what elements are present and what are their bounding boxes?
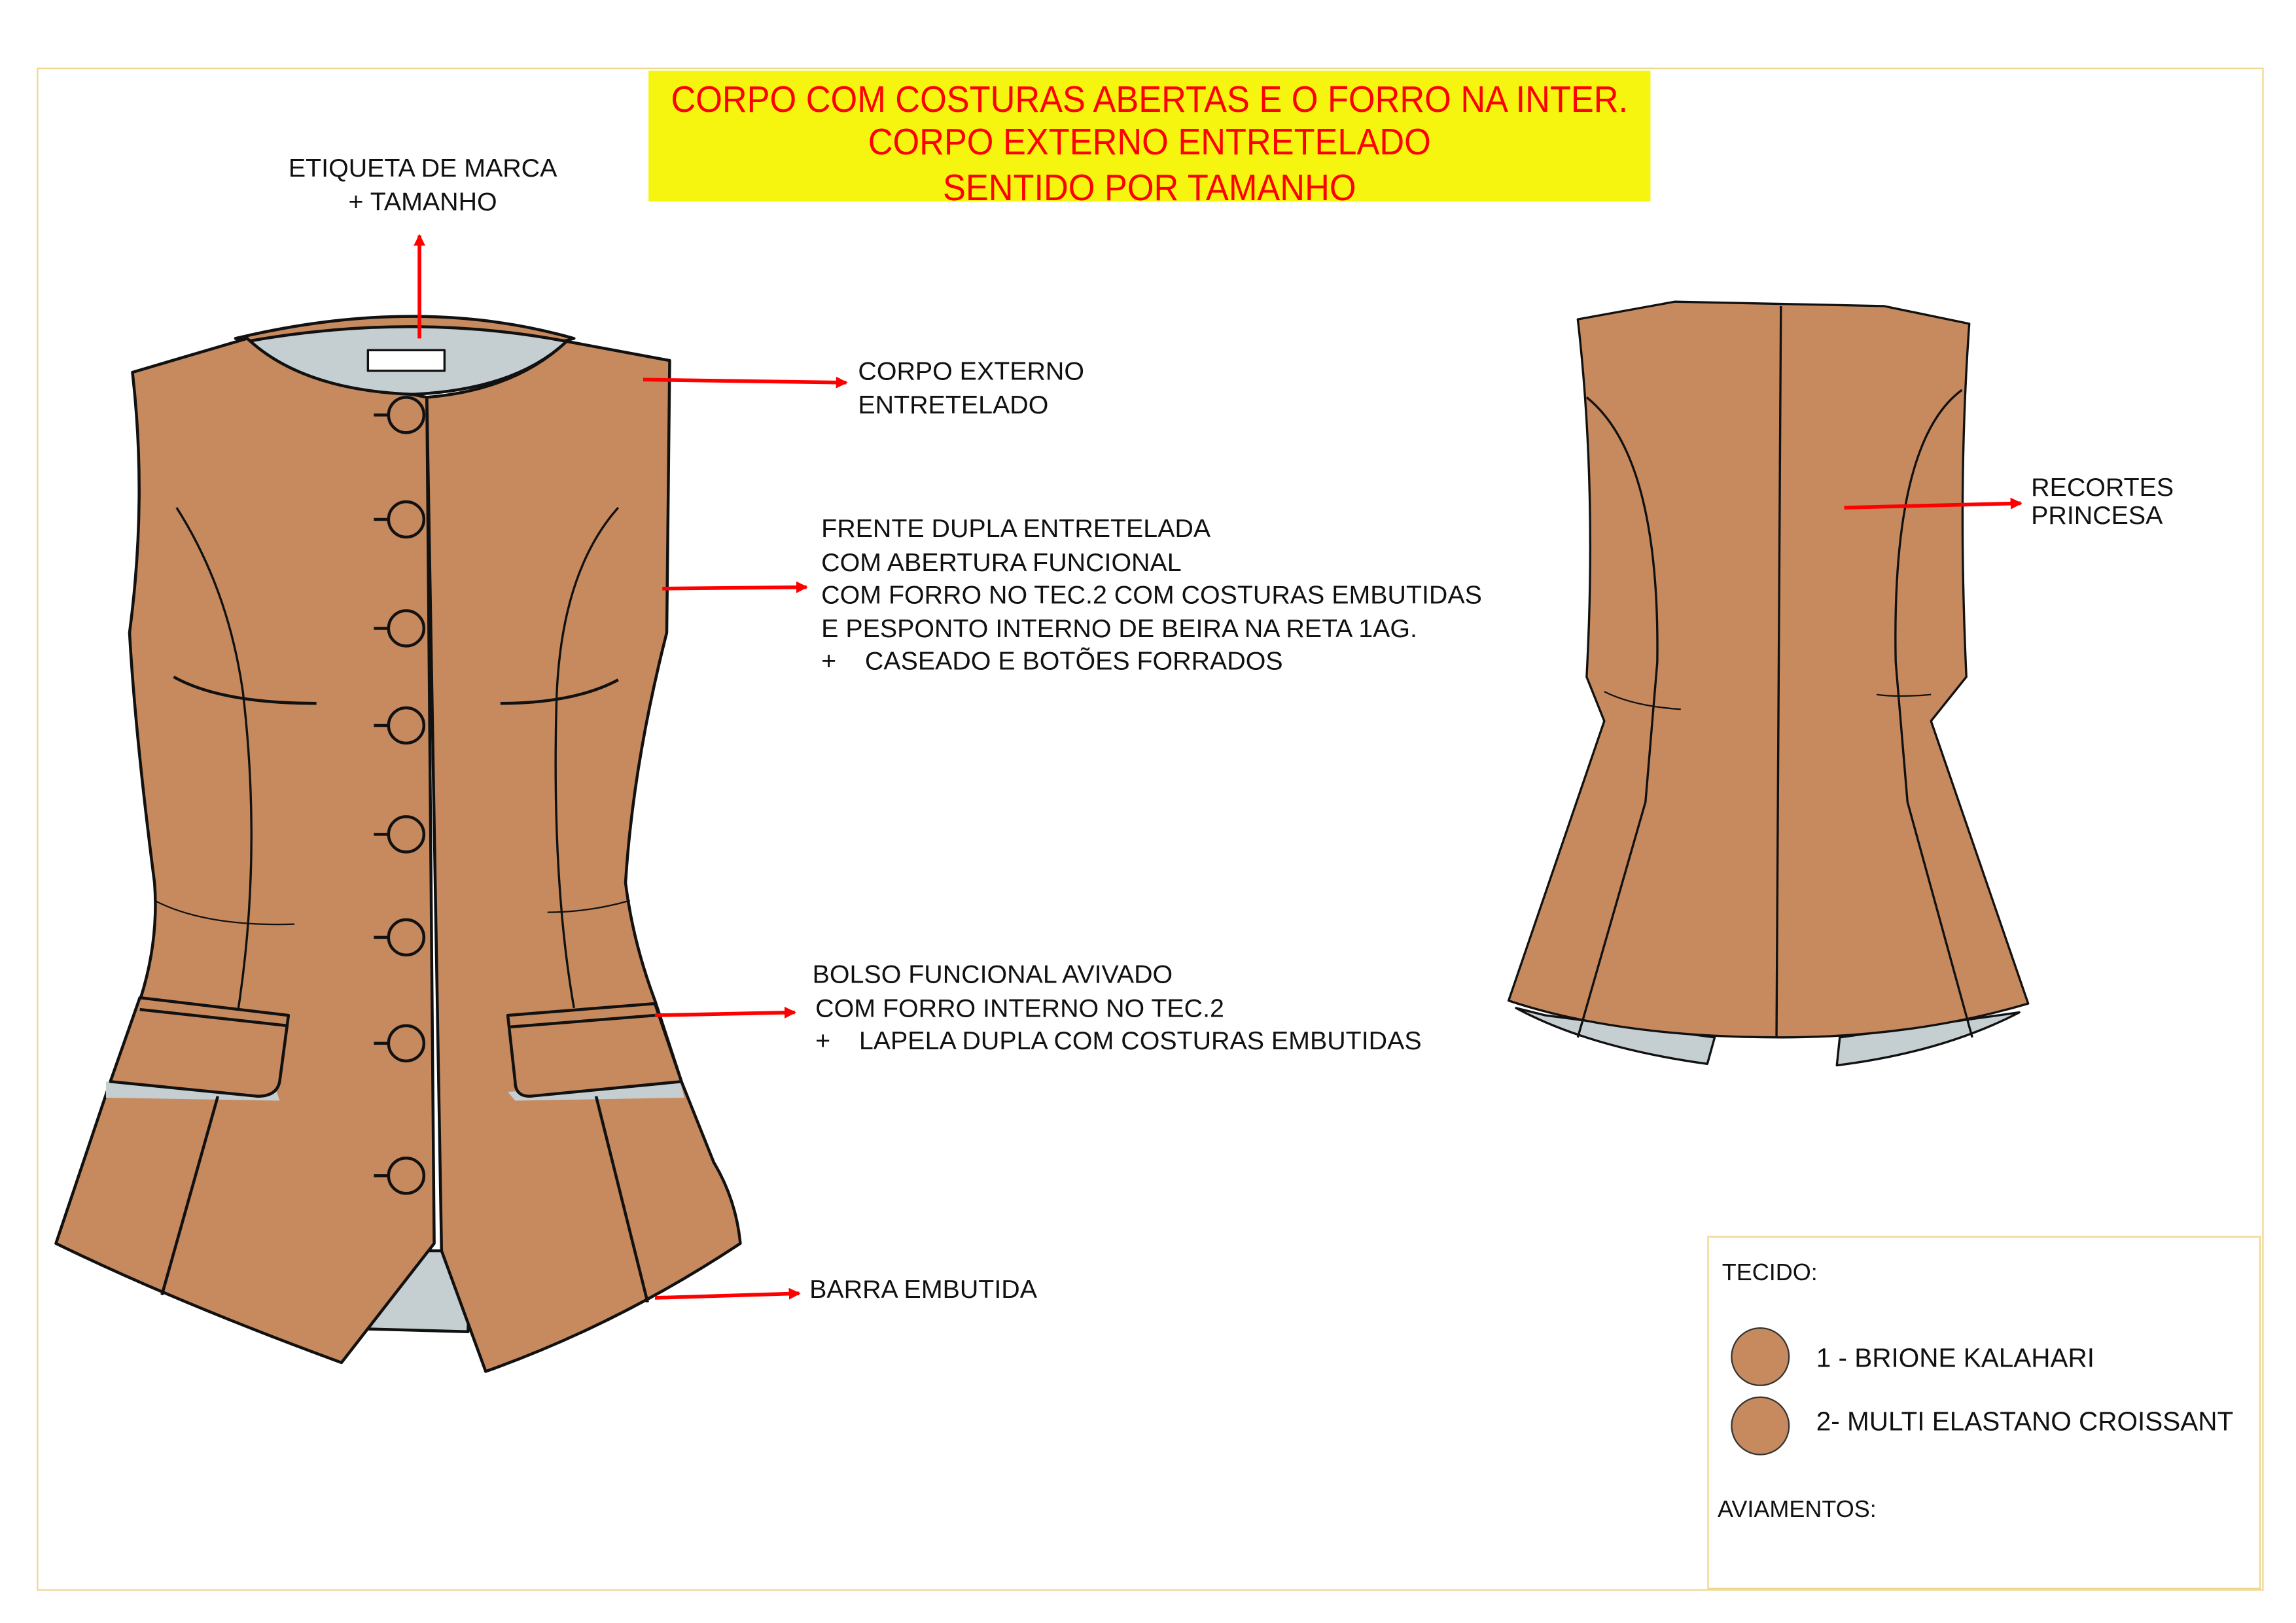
princess-note: RECORTES PRINCESA [2031, 472, 2174, 530]
fabric-swatch [1731, 1327, 1790, 1386]
fabric-swatch [1731, 1396, 1790, 1456]
front-right-panel [425, 340, 742, 1373]
arrow-pocket [654, 1006, 796, 1019]
left-pocket-flap [109, 996, 291, 1098]
note-line: COM ABERTURA FUNCIONAL [821, 546, 1182, 576]
note-line: + TAMANHO [348, 186, 497, 216]
arrow-hem [654, 1287, 801, 1300]
note-line: + LAPELA DUPLA COM COSTURAS EMBUTIDAS [815, 1025, 1422, 1055]
annotation-arrows [414, 234, 2022, 1300]
buttons [374, 396, 426, 1195]
header-line: SENTIDO POR TAMANHO [942, 167, 1356, 209]
arrow-princess [1844, 497, 2022, 510]
note-line: + CASEADO E BOTÕES FORRADOS [821, 646, 1283, 676]
arrow-body [643, 376, 848, 389]
note-line: FRENTE DUPLA ENTRETELADA [821, 514, 1211, 544]
note-line: RECORTES [2031, 472, 2174, 502]
arrow-front [662, 581, 808, 593]
note-line: ENTRETELADO [858, 389, 1049, 419]
back-vest [1507, 300, 2030, 1067]
header-line: CORPO COM COSTURAS ABERTAS E O FORRO NA … [671, 79, 1629, 121]
trims-title: AVIAMENTOS: [1718, 1497, 1877, 1524]
note-line: COM FORRO NO TEC.2 COM COSTURAS EMBUTIDA… [821, 580, 1482, 610]
fabric-label: 2- MULTI ELASTANO CROISSANT [1816, 1406, 2234, 1437]
note-line: E PESPONTO INTERNO DE BEIRA NA RETA 1AG. [821, 612, 1417, 642]
hem-note: BARRA EMBUTIDA [809, 1274, 1037, 1304]
brand-label [366, 349, 446, 372]
right-pocket-flap [506, 1002, 683, 1098]
note-line: CORPO EXTERNO [858, 356, 1084, 386]
pocket-note: BOLSO FUNCIONAL AVIVADO COM FORRO INTERN… [813, 958, 1422, 1057]
materials-legend: TECIDO: 1 - BRIONE KALAHARI 2- MULTI ELA… [1707, 1236, 2261, 1590]
header-note: CORPO COM COSTURAS ABERTAS E O FORRO NA … [648, 70, 1651, 209]
fabric-title: TECIDO: [1722, 1261, 1818, 1286]
label-note: ETIQUETA DE MARCA + TAMANHO [289, 152, 557, 218]
note-line: PRINCESA [2031, 500, 2163, 530]
note-line: ETIQUETA DE MARCA [288, 152, 557, 183]
fabric-label: 1 - BRIONE KALAHARI [1816, 1343, 2095, 1373]
front-vest [54, 315, 742, 1373]
note-line: COM FORRO INTERNO NO TEC.2 [815, 992, 1224, 1022]
body-note: CORPO EXTERNO ENTRETELADO [858, 355, 1084, 421]
front-left-panel [54, 337, 436, 1365]
note-line: BOLSO FUNCIONAL AVIVADO [812, 959, 1173, 989]
header-line: CORPO EXTERNO ENTRETELADO [868, 122, 1431, 164]
sheet-border [37, 67, 2264, 1591]
front-note: FRENTE DUPLA ENTRETELADA COM ABERTURA FU… [821, 512, 1482, 678]
